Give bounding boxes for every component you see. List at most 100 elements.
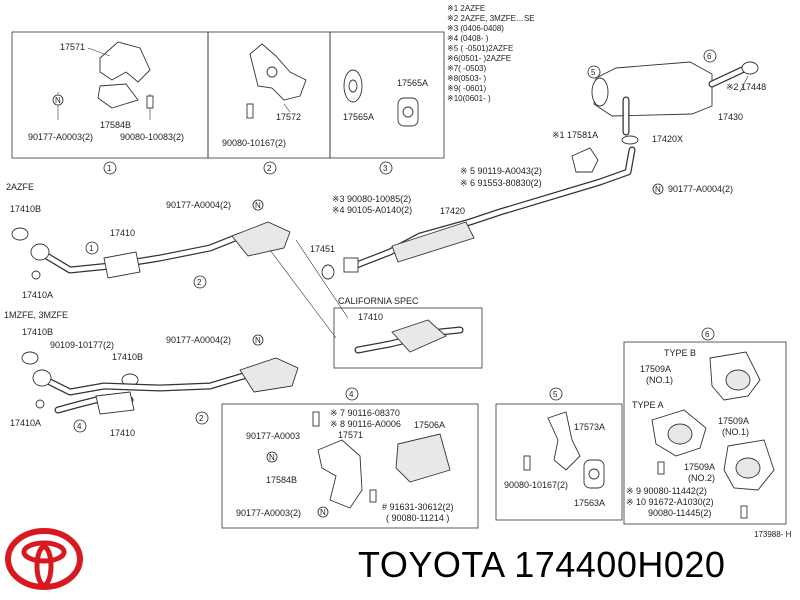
label-17420x: 17420X — [652, 134, 683, 144]
note-4: ※4 (0408- ) — [447, 34, 489, 43]
label-17581a: ※1 17581A — [552, 130, 598, 140]
callout-6-top-label: 6 — [707, 52, 712, 61]
nut-n-box4-1-label: N — [269, 453, 275, 462]
b1-label-90080: 90080-10083(2) — [120, 132, 184, 142]
box-3-circle-label: 3 — [383, 164, 388, 173]
b6-label-17509a-2: 17509A — [718, 416, 749, 426]
callout-4-main-label: 4 — [77, 422, 82, 431]
note-9: ※9( -0601) — [447, 84, 487, 93]
header-notes: ※1 2AZFE ※2 2AZFE, 3MZFE…SE ※3 (0406-040… — [447, 4, 535, 103]
flex-joint-upper — [103, 251, 141, 279]
bracket-17584b-shape — [97, 83, 139, 109]
nut-n-1-label: N — [55, 96, 61, 105]
box-6-circle-label: 6 — [705, 330, 710, 339]
b2-label-17572: 17572 — [276, 112, 301, 122]
bolt-6-a — [657, 461, 665, 475]
box-6-frame — [623, 341, 787, 525]
label-2azfe: 2AZFE — [6, 182, 34, 192]
detail-box-4: 4 ※ 7 90116-08370 ※ 8 90116-A0006 17571 … — [221, 387, 479, 529]
gasket-17451 — [321, 264, 335, 280]
b6-label-91672: ※ 10 91672-A1030(2) — [626, 497, 714, 507]
callout-1-main — [85, 241, 99, 255]
brand-name: TOYOTA — [358, 544, 504, 585]
b6-label-no1-b: (NO.1) — [646, 375, 673, 385]
callout-5-top-label: 5 — [591, 68, 596, 77]
callout-4-main — [73, 419, 87, 433]
label-17410b-upper: 17410B — [10, 204, 41, 214]
b6-label-type-a: TYPE A — [632, 400, 664, 410]
part-number: 174400H020 — [514, 544, 726, 585]
box-2-circle-label: 2 — [267, 164, 272, 173]
label-90177-a0004-lower: 90177-A0004(2) — [166, 335, 231, 345]
callout-1-main-label: 1 — [89, 244, 94, 253]
label-90177-a0004-right: 90177-A0004(2) — [668, 184, 733, 194]
box-3-frame — [329, 31, 445, 159]
brand-title: TOYOTA 174400H020 — [358, 544, 725, 586]
label-17410-upper: 17410 — [110, 228, 135, 238]
label-17410b-lower-right: 17410B — [112, 352, 143, 362]
box-5-frame — [495, 403, 623, 521]
b1-label-17571: 17571 — [60, 42, 85, 52]
nut-n-box4-2 — [317, 506, 329, 518]
box-4-circle — [345, 387, 359, 401]
bracket-17571-shape — [99, 41, 151, 83]
label-17430: 17430 — [718, 112, 743, 122]
label-1mzfe: 1MZFE, 3MZFE — [4, 310, 68, 320]
nut-n-1 — [52, 94, 64, 106]
b5-label-90080: 90080-10167(2) — [504, 480, 568, 490]
b3-label-17565a-right: 17565A — [397, 78, 428, 88]
bracket-17571-lower — [317, 439, 363, 509]
nut-n-upper-label: N — [255, 201, 261, 210]
nut-n-lower-label: N — [255, 336, 261, 345]
b4-label-6: 17584B — [266, 475, 297, 485]
b5-label-17573a: 17573A — [574, 422, 605, 432]
b6-label-no2: (NO.2) — [688, 473, 715, 483]
b2-label-90080: 90080-10167(2) — [222, 138, 286, 148]
b4-label-1: ※ 7 90116-08370 — [330, 408, 400, 418]
note-8: ※8(0503- ) — [447, 74, 487, 83]
b4-label-7: 90177-A0003(2) — [236, 508, 301, 518]
gasket-17410b-upper — [11, 227, 29, 241]
label-17410a-upper: 17410A — [22, 290, 53, 300]
california-spec-box — [333, 307, 483, 369]
note-3: ※3 (0406-0408) — [447, 24, 504, 33]
detail-box-6: 6 TYPE B 17509A (NO.1) TYPE A 17509A (NO… — [623, 327, 787, 525]
callout-6-top — [703, 49, 717, 63]
label-90080-10085: ※3 90080-10085(2) — [332, 194, 411, 204]
bolt-6-b — [740, 505, 748, 519]
note-6: ※6(0501- )2AZFE — [447, 54, 511, 63]
bolt-4-bottom — [369, 489, 377, 503]
bolt-1 — [146, 95, 154, 109]
b6-label-17509a-3: 17509A — [684, 462, 715, 472]
label-90109: 90109-10177(2) — [50, 340, 114, 350]
b4-label-8: # 91631-30612(2) — [382, 502, 454, 512]
box-1-circle-label: 1 — [107, 164, 112, 173]
box-1-circle — [103, 161, 117, 175]
muffler-17430 — [593, 61, 713, 117]
nut-n-box4-1 — [266, 451, 278, 463]
b6-label-90080-11445: 90080-11445(2) — [648, 508, 711, 518]
label-17410a-lower: 17410A — [10, 418, 41, 428]
b6-label-17509a-1: 17509A — [640, 364, 671, 374]
b4-label-5: 90177-A0003 — [246, 431, 300, 441]
resonator-17420 — [391, 221, 475, 263]
b3-label-17565a-left: 17565A — [343, 112, 374, 122]
note-5: ※5 ( -0501)2AZFE — [447, 44, 513, 53]
detail-box-2: 17572 90080-10167(2) 2 — [207, 31, 331, 175]
callout-2-main-upper — [193, 275, 207, 289]
callout-2-main-upper-label: 2 — [197, 278, 202, 287]
label-90105: ※4 90105-A0140(2) — [332, 205, 412, 215]
detail-box-1: N 17571 17584B 90177-A0003(2) 90080-1008… — [11, 31, 209, 175]
label-17451: 17451 — [310, 244, 335, 254]
flange-middle — [343, 257, 359, 273]
catalytic-converter-california — [391, 319, 447, 353]
label-17410-california: 17410 — [358, 312, 383, 322]
flex-joint-lower — [95, 391, 135, 415]
b4-label-3: 17571 — [338, 430, 363, 440]
nut-n-lower — [252, 334, 264, 346]
bolt-5 — [523, 455, 531, 471]
label-17410b-lower-left: 17410B — [22, 327, 53, 337]
bracket-17572-shape — [249, 43, 307, 101]
b6-label-no1-a: (NO.1) — [722, 427, 749, 437]
